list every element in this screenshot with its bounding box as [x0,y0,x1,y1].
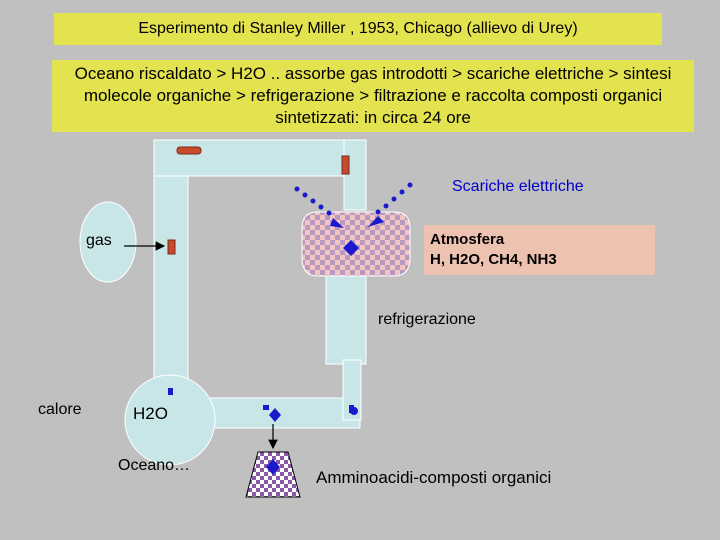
electrode-left [294,186,344,228]
description-text: Oceano riscaldato > H2O .. assorbe gas i… [74,64,672,127]
label-oceano: Oceano… [118,457,191,474]
ocean-flask [124,374,216,466]
ocean-marker [168,388,173,395]
label-gas: gas [86,232,112,249]
glass-tubing [79,139,367,466]
collection-marker [349,405,358,415]
tube-top-horizontal [153,139,367,177]
condenser-vertical [325,267,367,365]
label-amminoacidi: Amminoacidi-composti organici [316,468,552,487]
label-calore: calore [38,401,82,418]
valve-top [176,146,202,155]
electrode-center-diamond [343,240,359,256]
label-h2o: H2O [133,404,168,423]
electrode-right [368,182,413,227]
collection-flask-diamond [266,459,280,475]
description-banner: Oceano riscaldato > H2O .. assorbe gas i… [52,60,694,132]
tube-left-vertical [153,149,189,401]
gas-inlet-flask [79,201,137,283]
label-scariche-elettriche: Scariche elettriche [452,178,584,195]
tube-right-top-vertical [343,139,367,211]
atmosphere-title: Atmosfera [430,231,505,248]
atmosphere-composition: H, H2O, CH4, NH3 [430,251,557,268]
spark-chamber [301,211,411,277]
page-title: Esperimento di Stanley Miller , 1953, Ch… [138,20,578,37]
valve-right [341,155,350,175]
atmosphere-box: Atmosfera H, H2O, CH4, NH3 [424,225,655,275]
title-banner: Esperimento di Stanley Miller , 1953, Ch… [54,13,662,45]
label-refrigerazione: refrigerazione [378,311,476,328]
valve-gas [167,239,176,255]
filter-marker [263,405,281,422]
tube-bottom-right-vertical [342,359,362,421]
